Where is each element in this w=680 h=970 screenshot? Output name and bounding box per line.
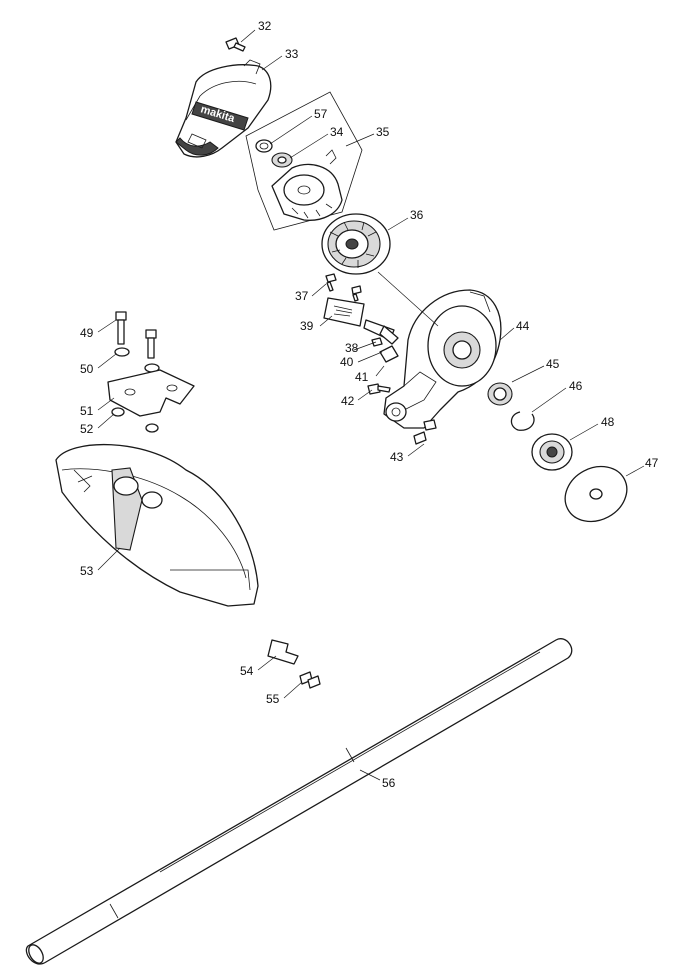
callout-51: 51: [80, 404, 94, 418]
part-47-plate: [564, 465, 628, 523]
callout-34: 34: [330, 125, 344, 139]
leader-lines: [97, 29, 645, 781]
part-35-pulley: [271, 149, 343, 221]
part-36-clutch-drum: [321, 213, 391, 275]
part-49-bolt-2: [145, 329, 157, 359]
part-46-circlip: [510, 411, 535, 431]
part-33-cover: makita: [175, 59, 272, 158]
part-37-screw: [325, 273, 362, 302]
callout-40: 40: [340, 355, 354, 369]
callout-45: 45: [546, 357, 560, 371]
callout-47: 47: [645, 456, 659, 470]
part-44-gear-housing: [383, 289, 502, 429]
part-55-screw: [299, 671, 321, 689]
callout-41: 41: [355, 370, 369, 384]
part-48-flange: [531, 433, 573, 471]
part-53-guard: [55, 443, 259, 607]
callout-54: 54: [240, 664, 254, 678]
callout-50: 50: [80, 362, 94, 376]
part-39-plate: [323, 297, 365, 327]
callout-43: 43: [390, 450, 404, 464]
callout-52: 52: [80, 422, 94, 436]
callout-38: 38: [345, 341, 359, 355]
callout-32: 32: [258, 19, 272, 33]
callout-labels: 32 33 57 34 35 36 37 39 44 38 40 41 42 4…: [80, 19, 659, 790]
part-52-nut: [111, 407, 159, 433]
callout-42: 42: [341, 394, 355, 408]
part-32-screw: [225, 37, 246, 52]
callout-48: 48: [601, 415, 615, 429]
callout-37: 37: [295, 289, 309, 303]
callout-57: 57: [314, 107, 328, 121]
callout-53: 53: [80, 564, 94, 578]
callout-35: 35: [376, 125, 390, 139]
callout-46: 46: [569, 379, 583, 393]
part-38-bracket: [363, 319, 399, 345]
part-40-block: [371, 337, 399, 363]
part-51-bracket: [107, 369, 195, 417]
part-54-clip: [267, 639, 299, 665]
part-45-bearing: [487, 382, 513, 406]
part-56-shaft: [25, 638, 573, 965]
callout-55: 55: [266, 692, 280, 706]
part-57-washer: [255, 139, 273, 153]
callout-56: 56: [382, 776, 396, 790]
callout-44: 44: [516, 319, 530, 333]
part-49-bolt: [115, 311, 127, 345]
callout-49: 49: [80, 326, 94, 340]
part-50-washer: [114, 347, 160, 373]
part-34-nut: [271, 152, 293, 168]
part-35-group-frame: [245, 91, 363, 231]
callout-36: 36: [410, 208, 424, 222]
part-41-screw: [367, 383, 391, 395]
callout-39: 39: [300, 319, 314, 333]
part-43-screw: [413, 419, 437, 445]
callout-33: 33: [285, 47, 299, 61]
